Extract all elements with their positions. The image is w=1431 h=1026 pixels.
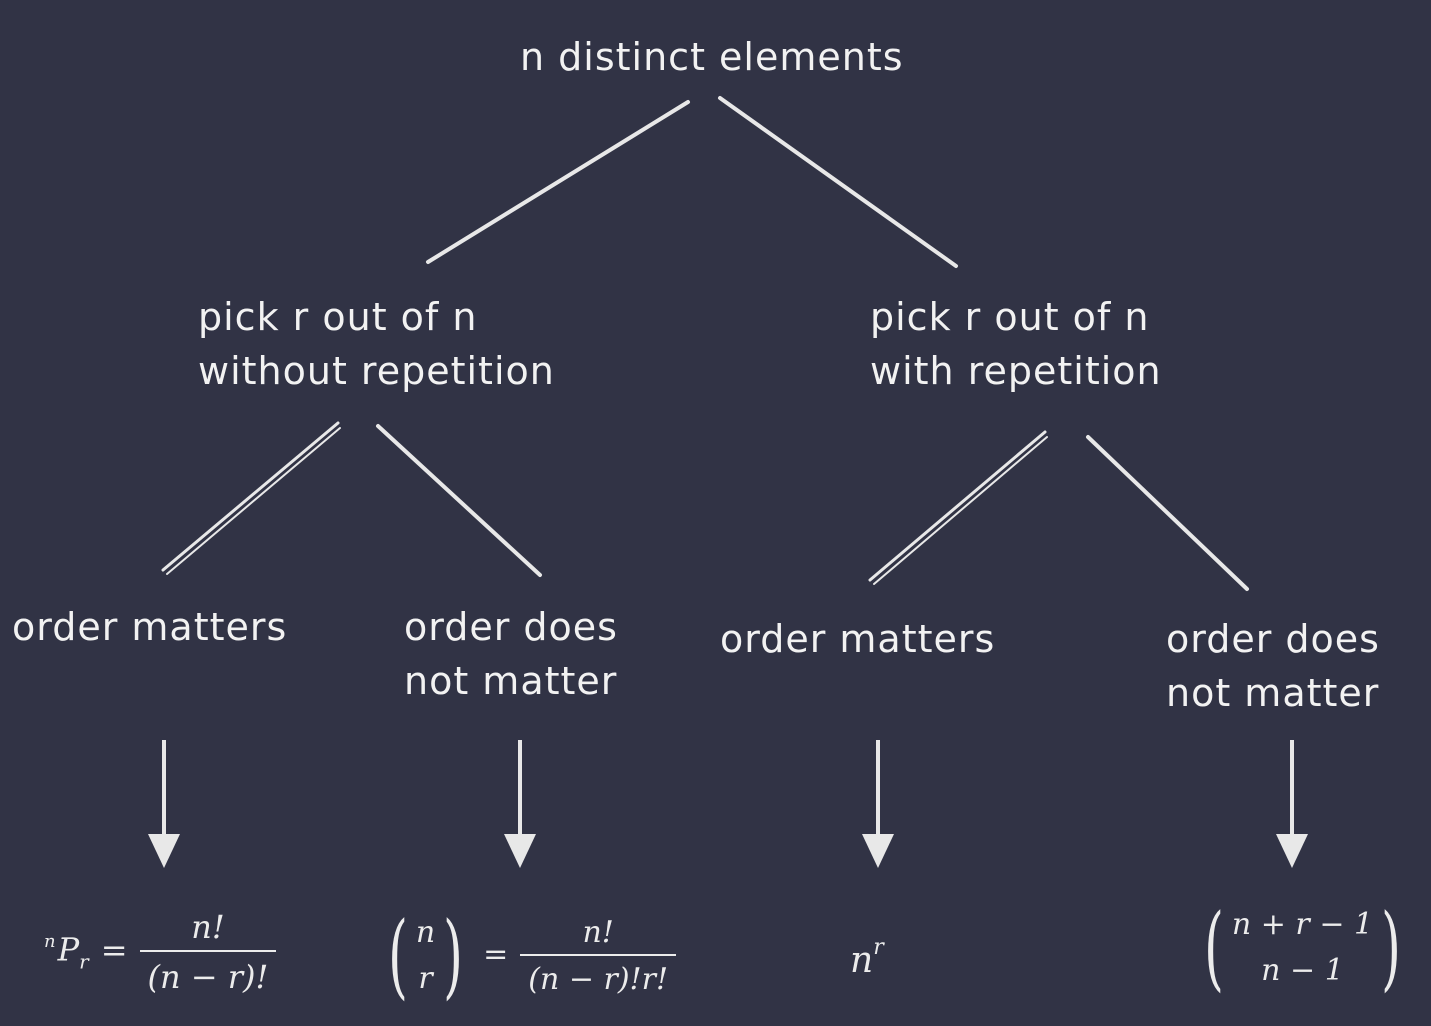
leaf-with-order-not-matter: order does not matter <box>1166 612 1380 720</box>
formula-permutation: nPr = n! (n − r)! <box>44 908 277 996</box>
arrow-3 <box>862 740 894 868</box>
formula-power: nr <box>850 935 884 981</box>
multiset-close-paren: ) <box>1381 894 1401 1001</box>
edge-without-to-order-matters-sketch <box>166 427 341 575</box>
multiset-binom-bottom: n − 1 <box>1261 953 1344 988</box>
without-repetition-node: pick r out of n without repetition <box>198 290 555 398</box>
edge-with-to-order-matters <box>868 430 1047 582</box>
perm-equals: = <box>100 930 128 969</box>
with-repetition-node: pick r out of n with repetition <box>870 290 1162 398</box>
comb-fraction: n! (n − r)!r! <box>520 915 677 997</box>
with-repetition-line1: pick r out of n <box>870 295 1150 339</box>
power-base: n <box>850 940 874 981</box>
edge-root-to-without <box>426 100 690 264</box>
arrow-1 <box>148 740 180 868</box>
arrow-4 <box>1276 740 1308 868</box>
perm-super-n: n <box>44 930 56 952</box>
perm-denominator: (n − r)! <box>139 950 277 996</box>
comb-equals: = <box>483 937 509 972</box>
perm-numerator: n! <box>191 908 225 946</box>
comb-binom-bottom: r <box>418 961 433 996</box>
perm-sub-r: r <box>79 949 89 974</box>
comb-denominator: (n − r)!r! <box>520 954 677 997</box>
multiset-open-paren: ( <box>1204 894 1224 1001</box>
with-repetition-line2: with repetition <box>870 349 1162 393</box>
perm-main-p: P <box>57 930 80 969</box>
leaf-with-order-not-matter-line1: order does <box>1166 617 1380 661</box>
without-repetition-line1: pick r out of n <box>198 295 478 339</box>
perm-fraction: n! (n − r)! <box>139 908 277 996</box>
leaf-without-order-not-matter-line2: not matter <box>404 659 618 703</box>
edge-root-to-with <box>718 96 958 268</box>
comb-open-paren: ( <box>388 902 408 1009</box>
leaf-with-order-matters-label: order matters <box>720 617 996 661</box>
edge-without-to-order-not-matter <box>376 424 542 577</box>
multiset-binom-top: n + r − 1 <box>1231 907 1374 942</box>
leaf-without-order-not-matter: order does not matter <box>404 600 618 708</box>
comb-close-paren: ) <box>443 902 464 1009</box>
comb-numerator: n! <box>582 915 614 950</box>
root-node-label: n distinct elements <box>520 30 904 84</box>
root-label: n distinct elements <box>520 35 904 79</box>
leaf-with-order-matters: order matters <box>720 612 995 666</box>
edge-with-to-order-not-matter <box>1086 435 1249 591</box>
without-repetition-line2: without repetition <box>198 349 555 393</box>
leaf-without-order-not-matter-line1: order does <box>404 605 618 649</box>
edge-without-to-order-matters <box>161 421 340 572</box>
leaf-with-order-not-matter-line2: not matter <box>1166 671 1380 715</box>
leaf-without-order-matters: order matters <box>12 600 287 654</box>
edge-with-to-order-matters-sketch <box>873 436 1048 585</box>
arrow-2 <box>504 740 536 868</box>
leaf-without-order-matters-label: order matters <box>12 605 288 649</box>
comb-binom-top: n <box>415 915 436 950</box>
power-exponent: r <box>873 935 884 960</box>
